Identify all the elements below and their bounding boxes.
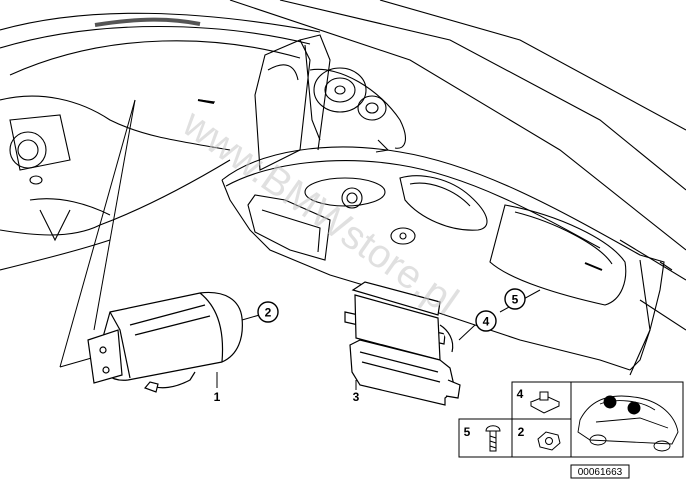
part-3-passenger-airbag <box>344 281 461 406</box>
part-code-box: 00061663 <box>570 464 630 479</box>
bolt-icon <box>485 425 501 452</box>
fastener-nut-icon <box>529 391 561 414</box>
part-code-label: 00061663 <box>578 467 623 478</box>
inset-panel <box>458 381 684 458</box>
part-1-airbag-module <box>87 291 243 393</box>
dashboard-outline <box>0 0 686 376</box>
callout-2: 2 <box>257 301 279 323</box>
callout-5: 5 <box>504 288 526 310</box>
inset-label-5: 5 <box>464 425 471 439</box>
inset-label-2: 2 <box>518 425 525 439</box>
callout-2-label: 2 <box>265 306 272 320</box>
callout-4-label: 4 <box>483 315 490 329</box>
car-locator-icon <box>577 395 679 452</box>
hex-nut-icon <box>537 431 561 451</box>
part-number-3: 3 <box>353 390 360 404</box>
callout-5-label: 5 <box>512 293 519 307</box>
part-number-1: 1 <box>214 390 221 404</box>
callout-4: 4 <box>475 310 497 332</box>
inset-label-4: 4 <box>517 387 524 401</box>
